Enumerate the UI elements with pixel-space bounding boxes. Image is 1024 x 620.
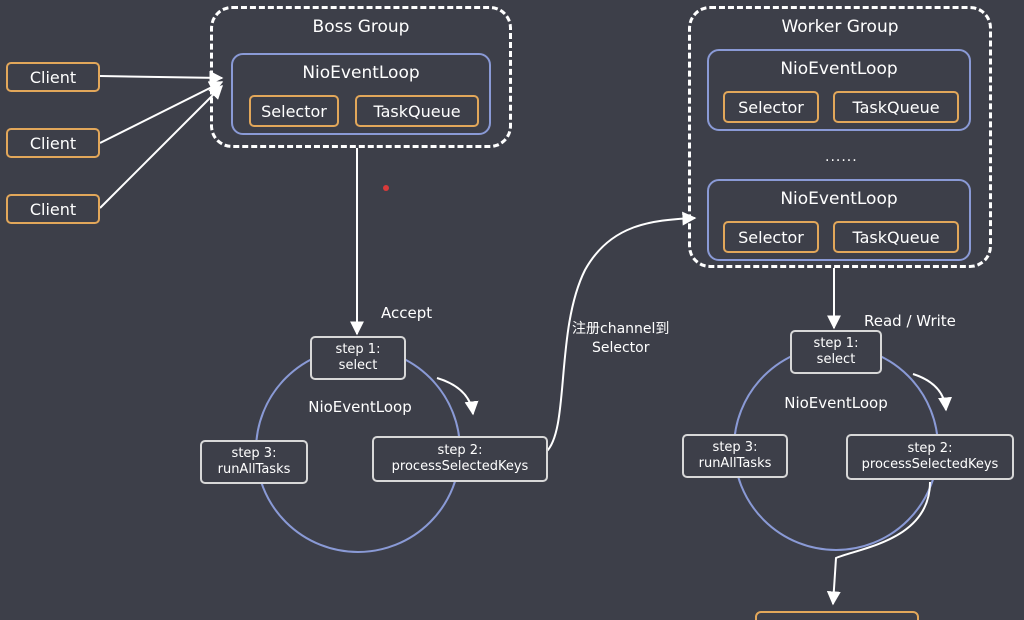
task-queue-label: TaskQueue: [852, 227, 940, 247]
client-box-2: Client: [6, 128, 100, 158]
step-action: runAllTasks: [698, 456, 772, 471]
step-number: step 2:: [437, 443, 483, 458]
step-number: step 1:: [813, 336, 859, 351]
accept-label: Accept: [381, 304, 433, 322]
step-number: step 3:: [712, 440, 758, 455]
worker-loops-ellipsis: ......: [825, 149, 858, 165]
step-action: select: [816, 352, 856, 367]
pipeline-box-partial: [755, 611, 919, 620]
boss-cycle-label: NioEventLoop: [308, 398, 412, 416]
worker-1-selector: Selector: [723, 91, 819, 123]
worker-2-selector: Selector: [723, 221, 819, 253]
worker-cycle-label: NioEventLoop: [784, 394, 888, 412]
register-channel-label: 注册channel到 Selector: [572, 320, 669, 358]
boss-step-1: step 1: select: [310, 336, 406, 380]
step-number: step 3:: [231, 446, 277, 461]
step-number: step 2:: [907, 441, 953, 456]
client-label: Client: [29, 133, 77, 153]
boss-group-title: Boss Group: [312, 17, 410, 37]
boss-task-queue: TaskQueue: [355, 95, 479, 127]
client-2-connector: [99, 81, 224, 144]
client-box-1: Client: [6, 62, 100, 92]
worker-event-loop-1-title: NioEventLoop: [780, 59, 898, 79]
step-action: processSelectedKeys: [861, 457, 999, 472]
step-number: step 1:: [335, 342, 381, 357]
boss-step-3: step 3: runAllTasks: [200, 440, 308, 484]
boss-event-loop-title: NioEventLoop: [302, 63, 420, 83]
selector-label: Selector: [738, 227, 804, 247]
register-channel-arrow: [545, 211, 697, 453]
register-channel-line-1: 注册channel到: [572, 321, 670, 337]
worker-step-1: step 1: select: [790, 330, 882, 374]
boss-step-2: step 2: processSelectedKeys: [372, 436, 548, 482]
worker-step-2: step 2: processSelectedKeys: [846, 434, 1014, 480]
step-action: select: [338, 358, 378, 373]
worker-output-arrow: [826, 481, 931, 606]
task-queue-label: TaskQueue: [852, 97, 940, 117]
worker-group-title: Worker Group: [781, 17, 899, 37]
boss-event-loop: NioEventLoop Selector TaskQueue: [231, 53, 491, 135]
step-action: processSelectedKeys: [391, 459, 529, 474]
boss-selector: Selector: [249, 95, 339, 127]
client-box-3: Client: [6, 194, 100, 224]
worker-event-loop-2: NioEventLoop Selector TaskQueue: [707, 179, 971, 261]
client-label: Client: [29, 67, 77, 87]
worker-cycle-direction-arrow: [912, 373, 953, 412]
client-label: Client: [29, 199, 77, 219]
worker-group: Worker Group NioEventLoop Selector TaskQ…: [688, 6, 992, 268]
read-write-label: Read / Write: [864, 312, 956, 330]
boss-cycle-direction-arrow: [436, 377, 479, 416]
boss-group: Boss Group NioEventLoop Selector TaskQue…: [210, 6, 512, 148]
worker-1-task-queue: TaskQueue: [833, 91, 959, 123]
worker-event-loop-2-title: NioEventLoop: [780, 189, 898, 209]
worker-step-3: step 3: runAllTasks: [682, 434, 788, 478]
selector-label: Selector: [738, 97, 804, 117]
step-action: runAllTasks: [217, 462, 291, 477]
client-3-connector: [99, 85, 223, 209]
client-1-connector: [99, 70, 224, 85]
selector-label: Selector: [261, 101, 327, 121]
worker-event-loop-1: NioEventLoop Selector TaskQueue: [707, 49, 971, 131]
worker-2-task-queue: TaskQueue: [833, 221, 959, 253]
register-channel-line-2: Selector: [591, 340, 650, 356]
red-dot-marker: [383, 185, 389, 191]
task-queue-label: TaskQueue: [373, 101, 461, 121]
